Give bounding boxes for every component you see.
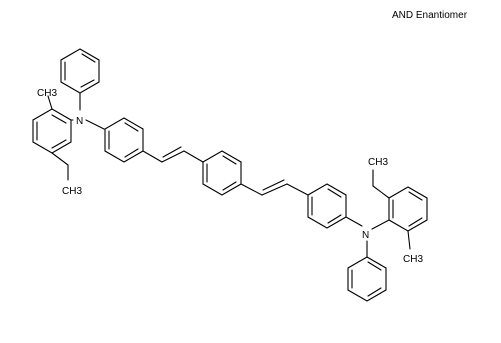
phenyl-ring-bottom-right: [347, 256, 387, 302]
bond-n-phenylene-left: [85, 119, 105, 130]
ethyl-left-label: CH3: [62, 186, 82, 197]
vinylene-right-2b: [262, 179, 285, 191]
bond-phenylene-n-right: [345, 216, 363, 227]
vinylene-left-2: [161, 150, 185, 163]
n-right-label: N: [362, 230, 369, 241]
n-left-label: N: [76, 116, 83, 127]
aryl-ring-right: [388, 186, 428, 232]
vinylene-right-1: [240, 183, 263, 196]
phenylene-ring-right: [307, 183, 347, 229]
bond-ring-ethyl-right-1: [372, 185, 390, 199]
vinylene-right-2: [261, 183, 288, 196]
phenylene-ring-left: [104, 117, 144, 163]
ethyl-right-label: CH3: [368, 157, 388, 168]
vinylene-left-2b: [162, 146, 182, 158]
methyl-right-label: CH3: [403, 254, 423, 265]
bond-ring-methyl-left: [47, 95, 53, 110]
bond-ring-methyl-right: [407, 230, 411, 250]
methyl-left-label: CH3: [37, 88, 57, 99]
enantiomer-annotation: AND Enantiomer: [392, 10, 468, 21]
phenyl-ring-top-left: [60, 48, 100, 94]
aryl-ring-left: [32, 108, 72, 154]
phenylene-ring-center: [202, 150, 242, 196]
vinylene-left-1: [142, 150, 163, 163]
vinylene-right-3: [286, 183, 309, 196]
bond-ring-ethyl-left-1: [51, 152, 69, 166]
bond-n-aryl-right: [371, 219, 390, 230]
vinylene-left-3: [183, 150, 204, 163]
